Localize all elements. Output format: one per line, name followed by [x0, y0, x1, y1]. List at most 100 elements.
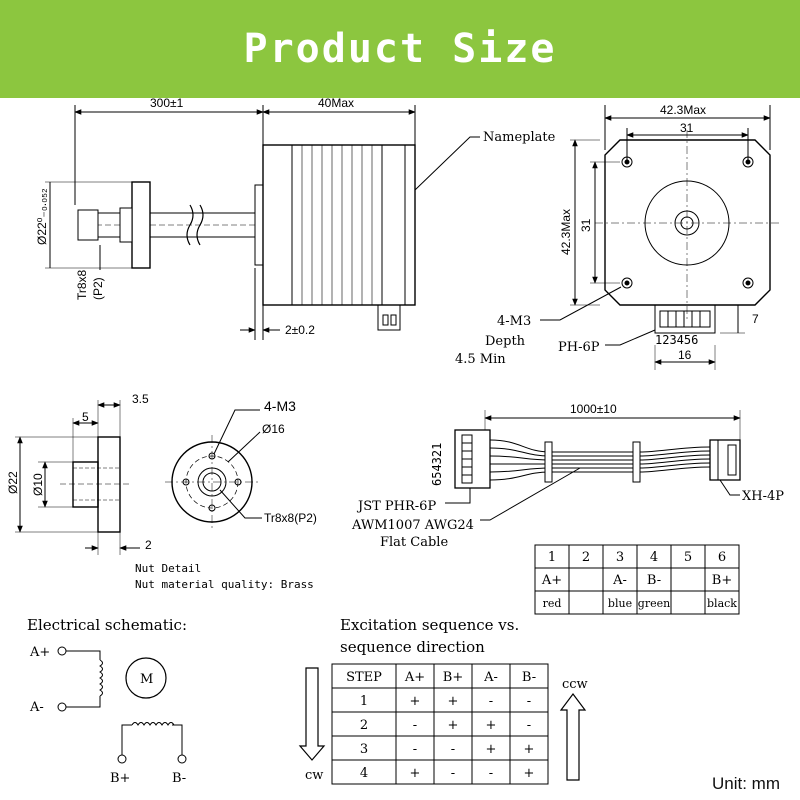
xh-connector [709, 439, 741, 481]
pin-table-cell: B- [647, 573, 661, 588]
motor-label: M [140, 672, 153, 687]
nut-thread-label: Tr8x8(P2) [264, 511, 317, 525]
cooling-fins [301, 145, 373, 305]
cw-label: cw [305, 768, 323, 783]
electrical-schematic [57, 646, 187, 764]
sequence-cell: + [486, 718, 497, 733]
side-view [45, 105, 480, 340]
sequence-header-cell: A- [483, 670, 498, 685]
schematic-heading: Electrical schematic: [27, 616, 187, 634]
nameplate-label: Nameplate [483, 130, 556, 145]
page-title: Product Size [243, 26, 557, 72]
sequence-cell: - [451, 766, 455, 781]
body-length-dimension: 40Max [318, 98, 354, 110]
sequence-cell: 3 [360, 742, 368, 757]
jst-connector [454, 429, 491, 489]
nut-dim-5: 5 [82, 410, 89, 424]
sequence-cell: 1 [360, 694, 368, 709]
sequence-cell: - [527, 694, 531, 709]
jst-label: JST PHR-6P [356, 499, 436, 514]
depth-min-label: 4.5 Min [455, 352, 506, 367]
hole-spacing-dimension: 31 [680, 121, 694, 135]
vertical-spacing-dimension: 31 [579, 218, 593, 232]
xh-label: XH-4P [742, 489, 784, 504]
pin-table-cell: red [543, 597, 562, 610]
pin-table-cell: black [707, 597, 737, 610]
sequence-cell: 4 [360, 766, 368, 781]
connector-pins-label: 123456 [655, 333, 698, 347]
motor-body [262, 144, 416, 306]
sequence-cell: - [527, 718, 531, 733]
motor-symbol [125, 657, 167, 699]
nut-dim-10: Ø10 [31, 473, 45, 496]
b-minus-terminal: B- [172, 771, 186, 786]
pin-table-cell: 2 [582, 550, 590, 565]
sequence-header-cell: B+ [443, 670, 463, 685]
nut-detail [15, 400, 262, 555]
screw-label: 4-M3 [497, 314, 531, 329]
a-plus-terminal: A+ [29, 645, 50, 660]
nut-screw-label: 4-M3 [264, 398, 296, 414]
shaft-diameter-label: Ø22⁰₋₀.₀₅₂ [35, 188, 49, 245]
direction-arrows [298, 667, 587, 781]
flange-dimension: 2±0.2 [285, 323, 315, 337]
cable-pin-numbers: 654321 [430, 443, 444, 486]
sequence-cell: + [524, 766, 535, 781]
sequence-table-border [331, 663, 549, 785]
sequence-header-cell: A+ [404, 670, 425, 685]
nut-material-caption: Nut material quality: Brass [135, 578, 314, 591]
connector-width-dimension: 16 [678, 348, 692, 362]
ccw-arrow [559, 693, 587, 781]
nut-dim-2: 2 [145, 538, 152, 552]
sequence-cell: - [451, 742, 455, 757]
pin-table-cell: blue [608, 597, 632, 610]
sequence-cell: + [486, 742, 497, 757]
pin-table-cell: A- [612, 573, 627, 588]
connector-label: PH-6P [558, 340, 600, 355]
sequence-cell: + [448, 694, 459, 709]
nut-dia16-label: Ø16 [262, 422, 285, 436]
ph6p-connector [654, 304, 716, 334]
sequence-cell: - [413, 718, 417, 733]
nut-caption: Nut Detail [135, 562, 201, 575]
brass-nut [131, 181, 151, 269]
coil-b [131, 722, 175, 726]
ccw-label: ccw [562, 677, 588, 692]
pin-table-cell: 4 [650, 550, 658, 565]
awm-label: AWM1007 AWG24 [351, 518, 474, 533]
a-minus-terminal: A- [29, 700, 44, 715]
sequence-cell: 2 [360, 718, 368, 733]
pin-table-cell: 6 [718, 550, 726, 565]
sequence-cell: + [410, 694, 421, 709]
pin-table-cell: B+ [712, 573, 732, 588]
sequence-header-cell: STEP [346, 670, 382, 685]
depth-label: Depth [485, 334, 526, 349]
pin-table-cell: green [638, 597, 670, 610]
sequence-cell: - [489, 766, 493, 781]
sequence-cell: + [448, 718, 459, 733]
connector-height-dimension: 7 [752, 312, 759, 326]
pin-table-cell: 5 [684, 550, 692, 565]
length-dimension: 300±1 [150, 98, 184, 110]
motor-face [604, 139, 771, 306]
sequence-header-cell: B- [522, 670, 536, 685]
sequence-cell: + [410, 766, 421, 781]
front-width-dimension: 42.3Max [660, 103, 706, 117]
front-view [540, 105, 780, 370]
b-plus-terminal: B+ [110, 771, 130, 786]
sequence-cell: + [524, 742, 535, 757]
sequence-subheading: sequence direction [340, 638, 485, 656]
pin-table-cell: 3 [616, 550, 624, 565]
coil-a [99, 659, 103, 697]
cable-assembly [445, 410, 741, 521]
nut-dim-22: Ø22 [6, 471, 20, 494]
title-banner: Product Size [0, 0, 800, 98]
technical-drawing: 300±1 40Max Nameplate Ø22⁰₋₀.₀₅₂ Tr8x8 (… [6, 98, 784, 786]
nut-flange-profile [97, 436, 121, 533]
sequence-heading: Excitation sequence vs. [340, 616, 519, 634]
cw-arrow [298, 667, 326, 761]
unit-label: Unit: mm [712, 774, 780, 793]
front-height-dimension: 42.3Max [559, 209, 573, 255]
